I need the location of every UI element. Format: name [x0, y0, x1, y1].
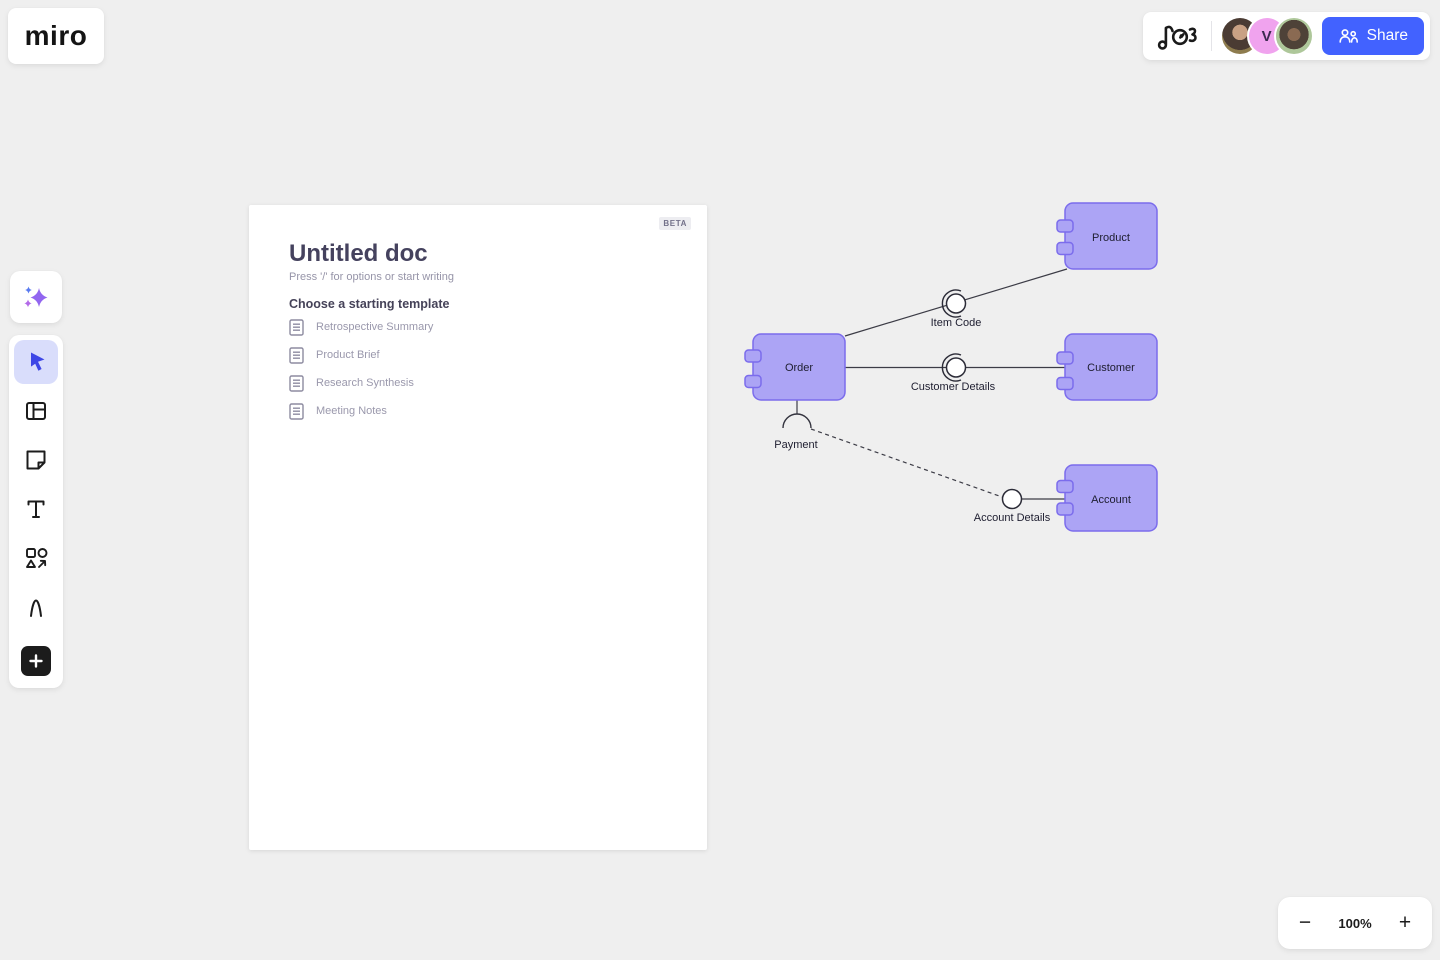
share-button[interactable]: Share [1321, 17, 1424, 55]
port [744, 374, 762, 389]
document-icon [289, 374, 304, 392]
miro-logo: miro [24, 20, 88, 51]
zoom-out-button[interactable]: − [1288, 906, 1322, 940]
select-tool-button[interactable] [14, 340, 58, 384]
template-item-label: Research Synthesis [316, 377, 414, 389]
template-list: Retrospective Summary Product Brief Rese… [289, 313, 433, 425]
templates-tool-button[interactable] [14, 389, 58, 433]
ai-assistant-button[interactable] [10, 271, 62, 323]
shapes-tool-button[interactable] [14, 536, 58, 580]
template-item-meeting-notes[interactable]: Meeting Notes [289, 397, 433, 425]
sticky-note-icon [26, 450, 46, 470]
zoom-controls: − 100% + [1278, 897, 1432, 949]
component-order[interactable]: Order [744, 333, 846, 401]
collaborator-avatars: V [1221, 18, 1312, 54]
interface-customer-details[interactable]: Customer Details [911, 353, 996, 393]
template-item-label: Meeting Notes [316, 405, 387, 417]
templates-heading: Choose a starting template [289, 297, 450, 311]
cursor-icon [31, 352, 45, 371]
component-customer[interactable]: Customer [1056, 333, 1158, 401]
document-icon [289, 346, 304, 364]
component-label: Account [1091, 494, 1131, 506]
interface-account-details[interactable]: Account Details [974, 488, 1051, 525]
document-icon [289, 318, 304, 336]
interface-label: Account Details [974, 512, 1051, 524]
text-tool-button[interactable] [14, 487, 58, 531]
sticky-note-tool-button[interactable] [14, 438, 58, 482]
template-item-label: Retrospective Summary [316, 321, 434, 333]
pen-icon [30, 599, 42, 617]
doc-panel[interactable]: BETA Untitled doc Press '/' for options … [249, 205, 707, 850]
template-item-research-synthesis[interactable]: Research Synthesis [289, 369, 433, 397]
component-label: Product [1092, 232, 1130, 244]
port [1056, 241, 1074, 256]
port [1056, 219, 1074, 233]
port [1056, 502, 1074, 516]
miro-logo-card[interactable]: miro [8, 8, 104, 64]
topbar-right: V Share [1142, 12, 1430, 60]
pen-tool-button[interactable] [14, 585, 58, 629]
two-people-icon [1339, 29, 1358, 43]
add-more-tools-button[interactable] [21, 646, 51, 676]
interface-item-code[interactable]: Item Code [931, 289, 982, 329]
component-label: Customer [1087, 362, 1135, 374]
toolbar [9, 335, 63, 688]
port [1056, 479, 1074, 494]
zoom-level[interactable]: 100% [1338, 915, 1372, 931]
template-item-retrospective-summary[interactable]: Retrospective Summary [289, 313, 433, 341]
zoom-in-button[interactable]: + [1388, 906, 1422, 940]
doc-title[interactable]: Untitled doc [289, 240, 428, 267]
text-icon [27, 500, 45, 518]
port [744, 349, 762, 363]
uml-component-diagram: Product Order Customer Account Item Code… [744, 202, 1158, 532]
document-icon [289, 402, 304, 420]
shapes-icon [26, 548, 48, 568]
component-account[interactable]: Account [1056, 464, 1158, 532]
interface-label-payment: Payment [774, 439, 817, 451]
interface-label: Item Code [931, 317, 982, 329]
topbar-divider [1210, 21, 1212, 51]
beta-badge: BETA [659, 217, 691, 230]
music-doodle-icon [1157, 25, 1197, 50]
interface-label: Customer Details [911, 381, 996, 393]
template-item-label: Product Brief [316, 349, 380, 361]
plus-icon [29, 654, 43, 668]
templates-icon [26, 402, 46, 420]
share-button-label: Share [1366, 27, 1408, 44]
template-item-product-brief[interactable]: Product Brief [289, 341, 433, 369]
doc-placeholder[interactable]: Press '/' for options or start writing [289, 271, 454, 283]
avatar[interactable] [1275, 18, 1312, 54]
component-product[interactable]: Product [1056, 202, 1158, 270]
port [1056, 351, 1074, 365]
payment-socket[interactable] [782, 413, 812, 429]
connector-payment-account-dashed[interactable] [810, 428, 1003, 498]
component-label: Order [785, 362, 813, 374]
port [1056, 376, 1074, 391]
ai-sparkles-icon [24, 286, 48, 308]
